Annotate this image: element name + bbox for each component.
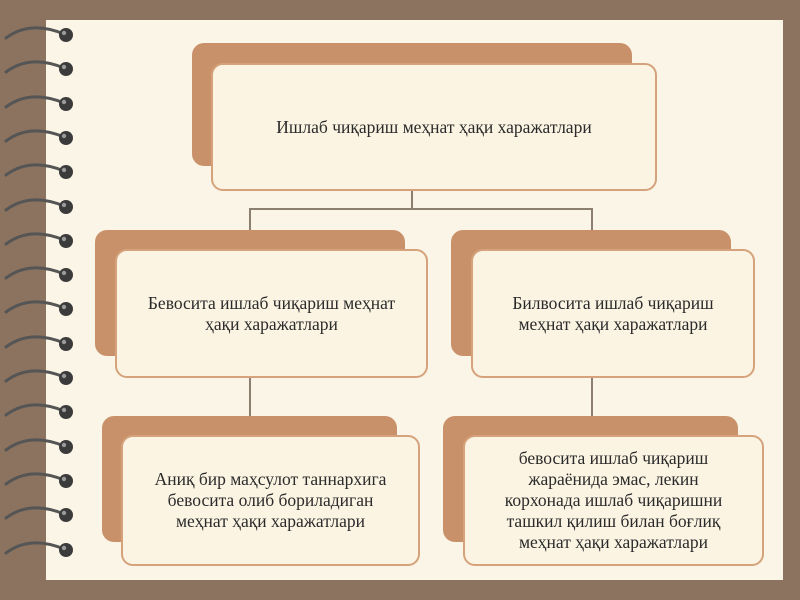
spiral-ring bbox=[4, 541, 73, 557]
detail-node-indirect-text: бевосита ишлаб чиқариш жараёнида эмас, л… bbox=[504, 448, 723, 552]
spiral-ring bbox=[4, 198, 73, 214]
spiral-ring bbox=[4, 26, 73, 42]
root-node-card: Ишлаб чиқариш меҳнат ҳақи харажатлари bbox=[211, 63, 657, 191]
spiral-ring bbox=[4, 472, 73, 488]
spiral-ring bbox=[4, 369, 73, 385]
spiral-ring bbox=[4, 335, 73, 351]
connector-left-detail bbox=[249, 376, 251, 416]
connector-left-branch bbox=[249, 208, 251, 230]
spiral-ring bbox=[4, 300, 73, 317]
root-node-label: Ишлаб чиқариш меҳнат ҳақи харажатлари bbox=[276, 116, 592, 137]
connector-right-branch bbox=[591, 208, 593, 230]
spiral-ring bbox=[4, 438, 73, 454]
detail-node-direct-text: Аниқ бир маҳсулот таннархига бевосита ол… bbox=[154, 469, 387, 531]
spiral-ring bbox=[4, 60, 73, 77]
spiral-ring bbox=[4, 129, 73, 145]
branch-node-indirect-label: Билвосита ишлаб чиқариш меҳнат ҳақи хара… bbox=[512, 292, 714, 334]
spiral-ring bbox=[4, 506, 73, 523]
detail-node-indirect-card: бевосита ишлаб чиқариш жараёнида эмас, л… bbox=[463, 435, 764, 566]
spiral-ring bbox=[4, 403, 73, 420]
spiral-ring bbox=[4, 95, 73, 111]
branch-node-direct-label: Бевосита ишлаб чиқариш меҳнат ҳақи хараж… bbox=[147, 292, 396, 334]
spiral-ring bbox=[4, 232, 73, 248]
spiral-ring bbox=[4, 266, 73, 283]
spiral-ring bbox=[4, 163, 73, 180]
detail-node-direct-card: Аниқ бир маҳсулот таннархига бевосита ол… bbox=[121, 435, 420, 566]
branch-node-direct-card: Бевосита ишлаб чиқариш меҳнат ҳақи хараж… bbox=[115, 249, 428, 378]
connector-right-detail bbox=[591, 376, 593, 416]
connector-horizontal bbox=[249, 208, 593, 210]
connector-root-stem bbox=[411, 190, 413, 209]
branch-node-indirect-card: Билвосита ишлаб чиқариш меҳнат ҳақи хара… bbox=[471, 249, 755, 378]
